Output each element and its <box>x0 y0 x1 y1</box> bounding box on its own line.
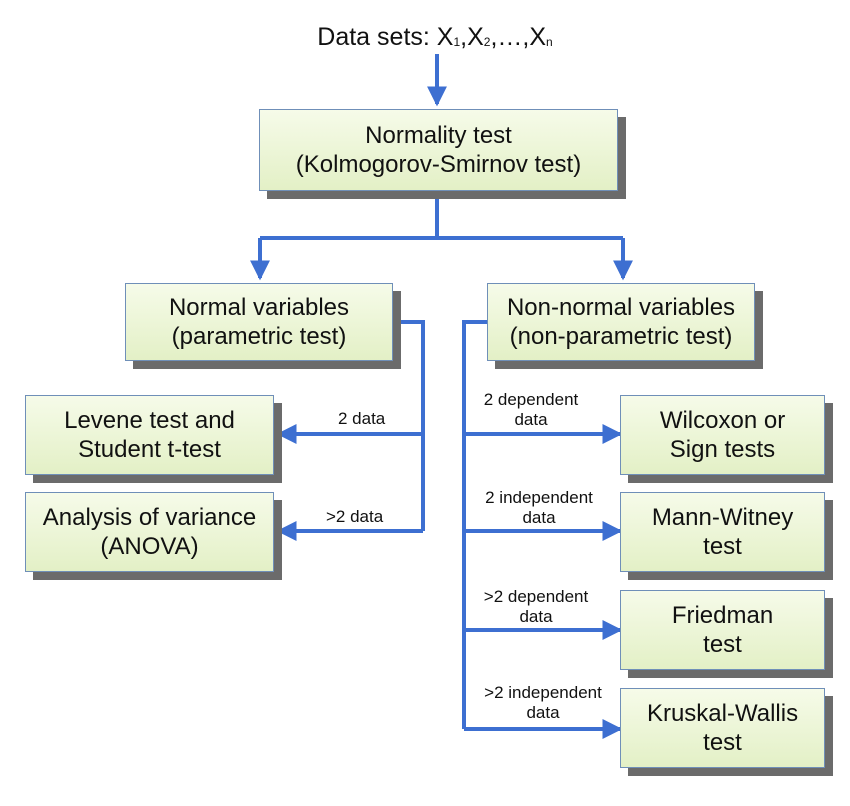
friedman-box: Friedman test <box>620 590 825 670</box>
edge-label-gt2-data: >2 data <box>326 507 384 526</box>
kruskal-wallis-box: Kruskal-Wallis test <box>620 688 825 768</box>
mann-witney-line2: test <box>703 533 742 560</box>
edge-label-2-dependent: 2 dependent data <box>468 390 594 430</box>
title-prefix: Data sets: X <box>317 23 454 51</box>
friedman-line2: test <box>703 631 742 658</box>
wilcoxon-line2: Sign tests <box>669 436 776 463</box>
levene-test-box: Levene test and Student t-test <box>25 395 274 475</box>
title-sub-2: 2 <box>483 35 491 49</box>
levene-test-line2: Student t-test <box>78 436 221 463</box>
title-sub-n: n <box>546 35 553 49</box>
connector-parametric-trunk <box>396 320 425 531</box>
anova-line1: Analysis of variance <box>42 504 257 531</box>
normality-test-line2: (Kolmogorov-Smirnov test) <box>295 151 582 178</box>
mann-witney-box: Mann-Witney test <box>620 492 825 572</box>
edge-label-2-dependent-line2: data <box>514 410 548 429</box>
edge-label-2-independent: 2 independent data <box>468 488 610 528</box>
normal-variables-line1: Normal variables <box>168 294 350 321</box>
kruskal-wallis-line2: test <box>703 729 742 756</box>
edge-label-2-independent-line1: 2 independent <box>485 488 593 507</box>
edge-label-gt2-independent-line2: data <box>526 703 560 722</box>
normality-test-line1: Normality test <box>365 122 512 149</box>
edge-label-gt2-independent: >2 independent data <box>468 683 618 723</box>
normality-test-box: Normality test (Kolmogorov-Smirnov test) <box>259 109 618 191</box>
title-sep-2: ,…,X <box>490 23 547 51</box>
edge-label-2-dependent-line1: 2 dependent <box>483 390 579 409</box>
title-sub-1: 1 <box>453 35 461 49</box>
edge-label-2-independent-line2: data <box>522 508 556 527</box>
edge-label-gt2-dependent-line2: data <box>519 607 553 626</box>
nonnormal-variables-box: Non-normal variables (non-parametric tes… <box>487 283 755 361</box>
data-sets-title: Data sets: X1,X2,…,Xn <box>0 22 850 57</box>
wilcoxon-line1: Wilcoxon or <box>659 407 786 434</box>
kruskal-wallis-line1: Kruskal-Wallis <box>646 700 799 727</box>
levene-test-line1: Levene test and <box>64 407 235 434</box>
wilcoxon-box: Wilcoxon or Sign tests <box>620 395 825 475</box>
connector-nonparametric-trunk <box>462 320 489 729</box>
anova-box: Analysis of variance (ANOVA) <box>25 492 274 572</box>
edge-label-gt2-dependent: >2 dependent data <box>468 587 604 627</box>
friedman-line1: Friedman <box>671 602 774 629</box>
edge-label-2-data: 2 data <box>338 409 386 428</box>
normal-variables-box: Normal variables (parametric test) <box>125 283 393 361</box>
mann-witney-line1: Mann-Witney <box>651 504 794 531</box>
edge-label-gt2-independent-line1: >2 independent <box>484 683 602 702</box>
normal-variables-line2: (parametric test) <box>171 323 347 350</box>
edge-label-gt2-dependent-line1: >2 dependent <box>483 587 589 606</box>
nonnormal-variables-line1: Non-normal variables <box>506 294 736 321</box>
title-sep-1: ,X <box>460 23 484 51</box>
nonnormal-variables-line2: (non-parametric test) <box>509 323 733 350</box>
anova-line2: (ANOVA) <box>100 533 199 560</box>
